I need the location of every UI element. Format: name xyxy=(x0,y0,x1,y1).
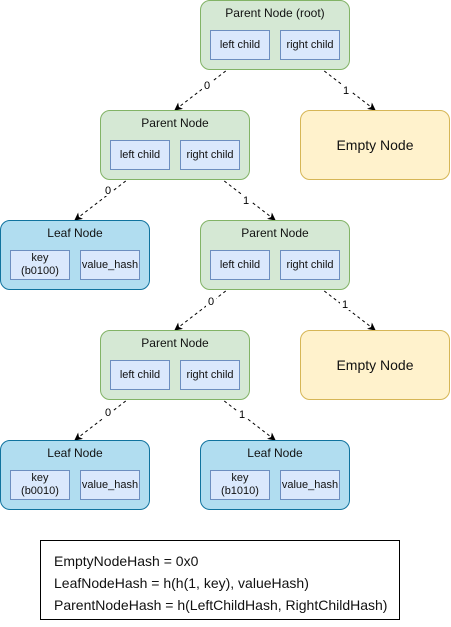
right-child-box: right child xyxy=(280,30,340,60)
value-hash-box: value_hash xyxy=(80,250,140,280)
node-title: Leaf Node xyxy=(47,226,103,240)
empty-node-2: Empty Node xyxy=(300,330,450,400)
leaf-node-2: Leaf Node key (b0010) value_hash xyxy=(0,440,150,510)
key-text: key (b1010) xyxy=(221,472,259,497)
leaf-node-3: Leaf Node key (b1010) value_hash xyxy=(200,440,350,510)
edge-label-p1-l1: 0 xyxy=(105,185,111,197)
right-child-box: right child xyxy=(280,250,340,280)
hash-legend: EmptyNodeHash = 0x0 LeafNodeHash = h(h(1… xyxy=(40,540,400,620)
left-child-box: left child xyxy=(110,140,170,170)
edge-label-root-p1: 0 xyxy=(204,80,210,92)
node-title: Parent Node xyxy=(141,116,209,130)
legend-empty-hash: EmptyNodeHash = 0x0 xyxy=(54,553,199,569)
key-box: key (b0100) xyxy=(10,250,70,280)
node-title: Leaf Node xyxy=(247,446,303,460)
edge-label-root-e1: 1 xyxy=(343,85,349,97)
key-box: key (b0010) xyxy=(10,470,70,500)
leaf-node-1: Leaf Node key (b0100) value_hash xyxy=(0,220,150,290)
edge-label-p2-e2: 1 xyxy=(342,299,348,311)
edge-label-p3-l2: 0 xyxy=(105,407,111,419)
parent-node-root: Parent Node (root) left child right chil… xyxy=(200,0,350,70)
value-hash-box: value_hash xyxy=(280,470,340,500)
key-box: key (b1010) xyxy=(210,470,270,500)
node-title: Parent Node xyxy=(241,226,309,240)
edge-label-p2-p3: 0 xyxy=(208,296,214,308)
node-title: Leaf Node xyxy=(47,446,103,460)
left-child-box: left child xyxy=(210,30,270,60)
legend-leaf-hash: LeafNodeHash = h(h(1, key), valueHash) xyxy=(54,575,309,591)
parent-node-2: Parent Node left child right child xyxy=(200,220,350,290)
right-child-box: right child xyxy=(180,140,240,170)
node-title: Empty Node xyxy=(336,137,414,153)
edge-label-p3-l3: 1 xyxy=(239,409,245,421)
right-child-box: right child xyxy=(180,360,240,390)
parent-node-3: Parent Node left child right child xyxy=(100,330,250,400)
left-child-box: left child xyxy=(110,360,170,390)
value-hash-box: value_hash xyxy=(80,470,140,500)
empty-node-1: Empty Node xyxy=(300,110,450,180)
node-title: Parent Node (root) xyxy=(225,6,325,20)
node-title: Empty Node xyxy=(336,357,414,373)
legend-parent-hash: ParentNodeHash = h(LeftChildHash, RightC… xyxy=(54,597,388,613)
node-title: Parent Node xyxy=(141,336,209,350)
key-text: key (b0010) xyxy=(21,472,59,497)
edge-label-p1-p2: 1 xyxy=(243,195,249,207)
left-child-box: left child xyxy=(210,250,270,280)
key-text: key (b0100) xyxy=(21,252,59,277)
parent-node-1: Parent Node left child right child xyxy=(100,110,250,180)
